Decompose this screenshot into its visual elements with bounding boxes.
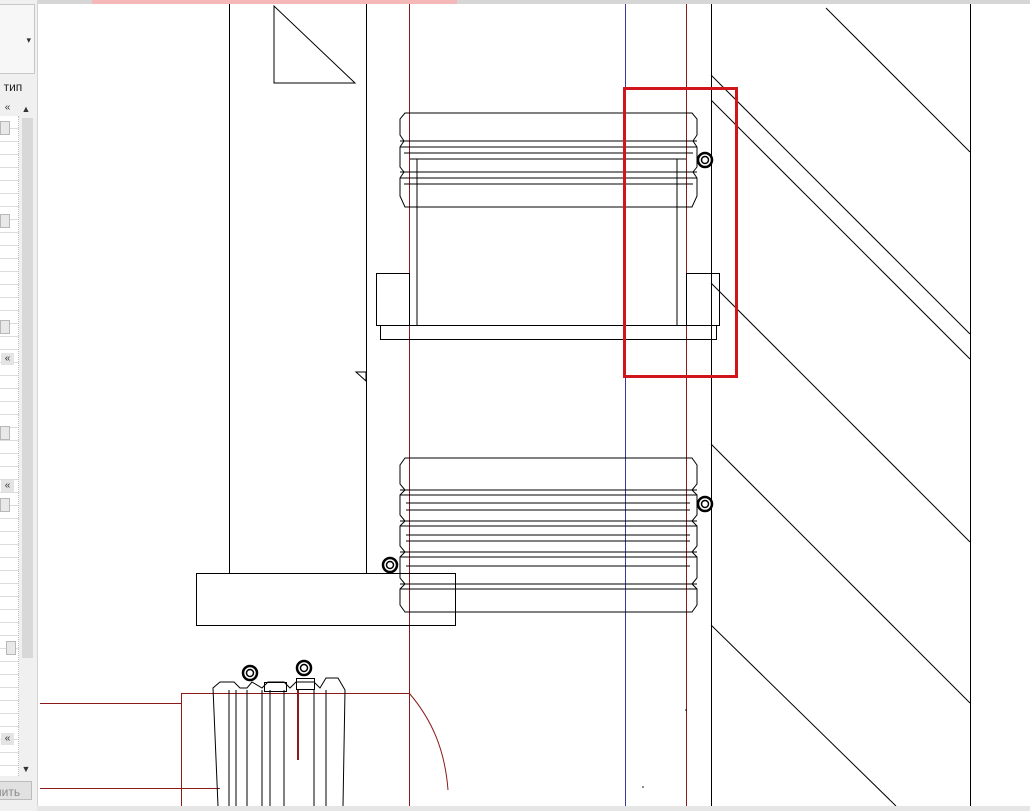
scroll-down-icon[interactable]: ▼: [21, 764, 31, 774]
scrollbar[interactable]: [22, 118, 33, 658]
pipe-fitting-lower: [399, 457, 698, 613]
collapse-section-icon[interactable]: «: [1, 733, 14, 745]
property-value-cell[interactable]: [0, 320, 10, 334]
property-value-cell[interactable]: [0, 426, 10, 440]
chevron-down-icon[interactable]: ▾: [26, 35, 31, 45]
flange-middle: [376, 273, 720, 340]
small-triangle-marker: [354, 371, 367, 383]
pipe-assembly-bottom: [40, 677, 449, 807]
view-tab-strip: [37, 0, 1030, 4]
property-value-cell[interactable]: [6, 641, 16, 655]
collapse-section-icon[interactable]: «: [1, 353, 14, 365]
pipe-fitting-upper: [399, 112, 698, 325]
property-value-cell[interactable]: [0, 214, 10, 228]
hatch-pattern: [710, 7, 971, 807]
collapse-section-icon[interactable]: «: [1, 480, 14, 492]
selection-box[interactable]: [623, 87, 738, 378]
status-toolbar: [37, 806, 1030, 811]
property-rows: [0, 116, 19, 776]
point-marker: [685, 709, 687, 711]
property-checkbox[interactable]: [0, 121, 10, 135]
properties-panel: ▾ ь тип « ▲ « « « ▼ нить: [0, 0, 38, 811]
connector-points[interactable]: [241, 151, 714, 682]
apply-button[interactable]: нить: [0, 781, 32, 800]
property-value-cell[interactable]: [0, 498, 10, 512]
edit-type-link[interactable]: ь тип: [0, 80, 23, 94]
scroll-up-icon[interactable]: ▲: [21, 104, 31, 114]
point-marker: [642, 786, 644, 788]
base-block: [196, 573, 456, 626]
triangle-marker: [273, 4, 357, 84]
collapse-section-icon[interactable]: «: [4, 102, 11, 113]
type-selector-dropdown[interactable]: ▾: [0, 4, 35, 74]
active-view-tab[interactable]: [92, 0, 457, 4]
